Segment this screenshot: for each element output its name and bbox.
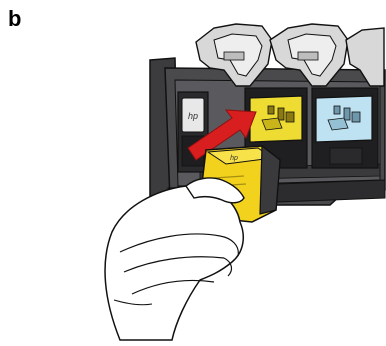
cyan-cartridge-slot [312,88,378,168]
black-cartridge-slot: hp [178,92,208,172]
hand [105,178,244,340]
hp-logo-icon: hp [230,155,238,162]
slot-hp-mark: hp [188,111,198,121]
